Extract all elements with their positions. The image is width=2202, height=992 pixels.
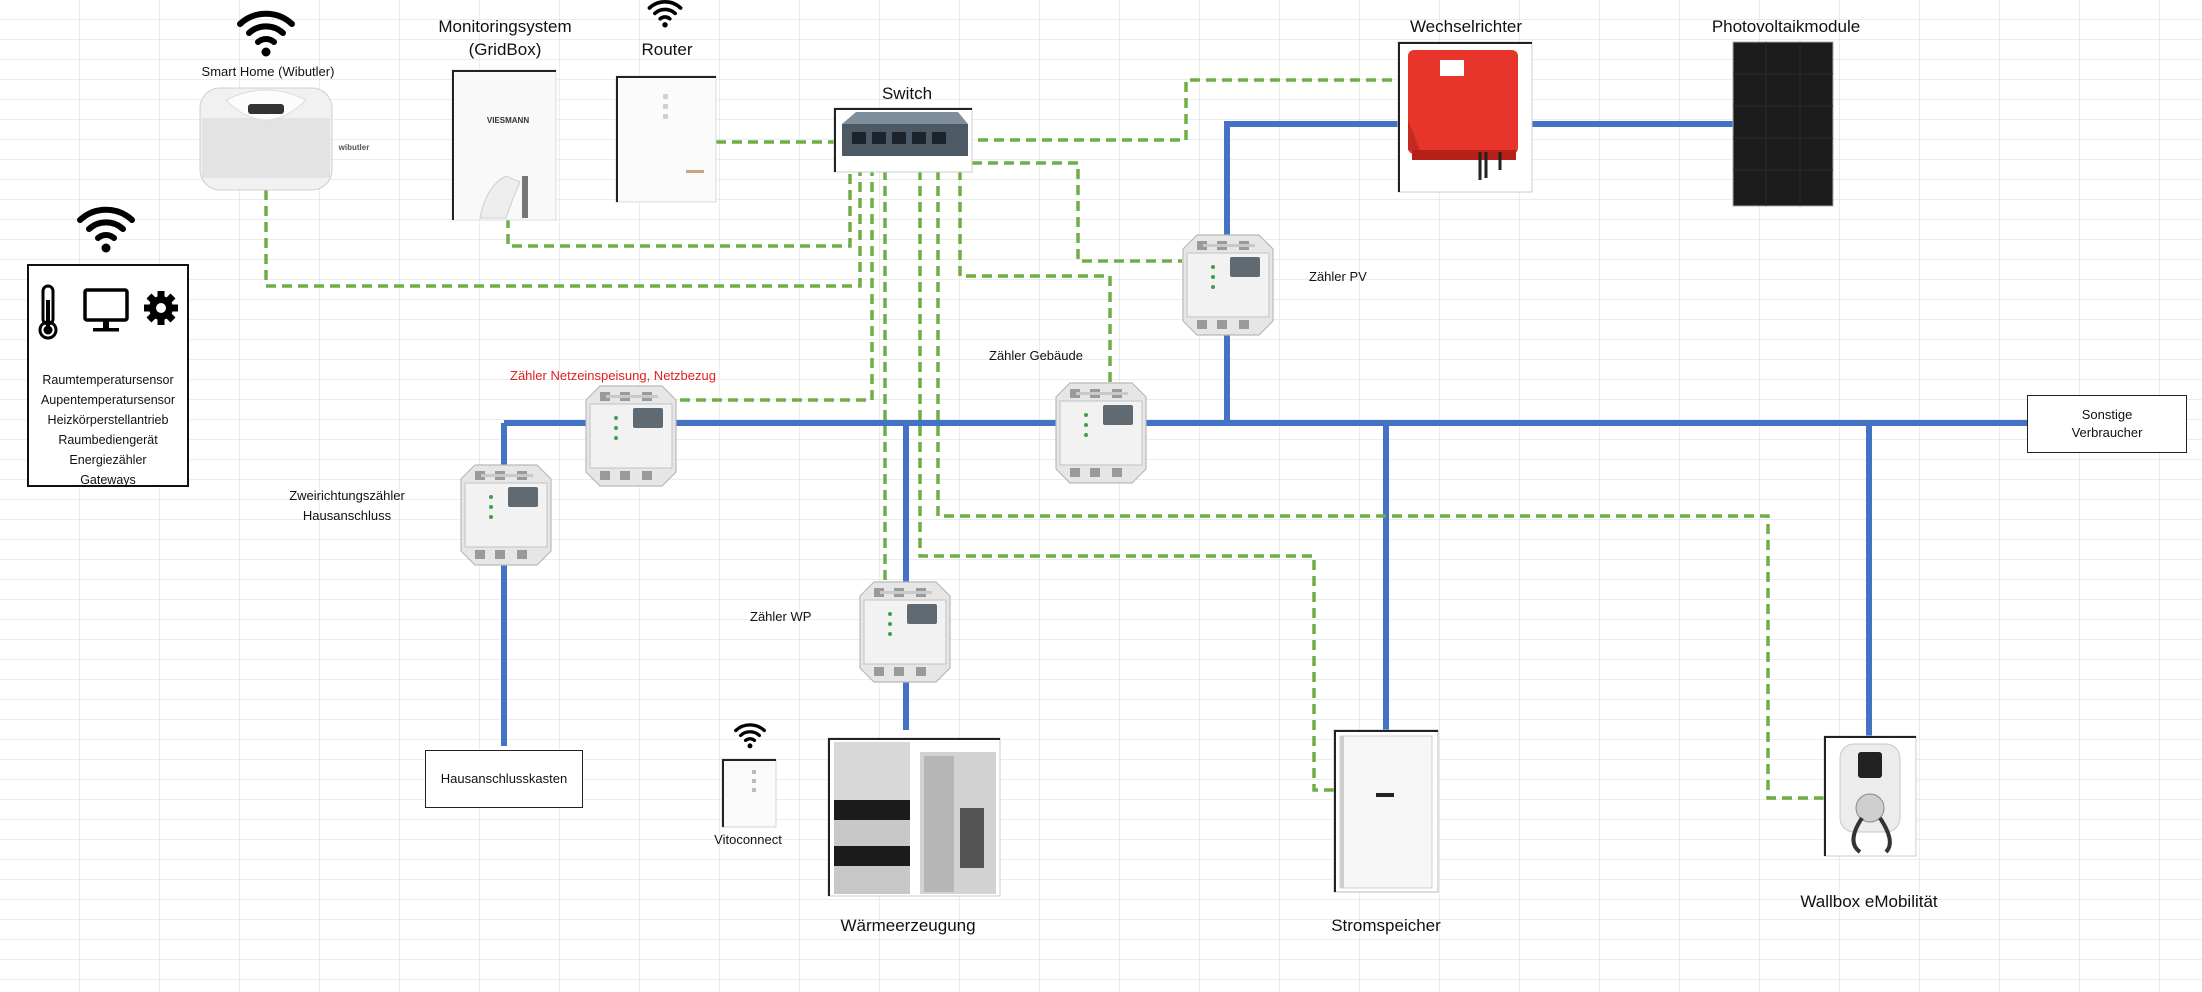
meter-building-label: Zähler Gebäude: [989, 348, 1083, 363]
pv-modules-label: Photovoltaikmodule: [1711, 17, 1861, 36]
meter-building-device: [1055, 382, 1147, 484]
smart-home-brand-text: wibutler: [338, 143, 370, 152]
meter-bidirectional-label-line1: Zweirichtungszähler: [289, 488, 405, 503]
router-device: [615, 75, 717, 203]
wallbox-label: Wallbox eMobilität: [1800, 892, 1938, 911]
meter-grid-label: Zähler Netzeinspeisung, Netzbezug: [510, 368, 716, 383]
legend-item: Aupentemperatursensor: [40, 393, 176, 407]
house-connection-box: Hausanschlusskasten: [425, 750, 583, 808]
other-consumers-box: Sonstige Verbraucher: [2027, 395, 2187, 453]
meter-pv-device: [1182, 234, 1274, 336]
meter-pv-label: Zähler PV: [1309, 269, 1367, 284]
switch-label: Switch: [881, 84, 933, 103]
legend-item: Heizkörperstellantrieb: [47, 413, 169, 427]
smart-home-device: [199, 87, 333, 191]
gridbox-device: [451, 69, 557, 221]
monitor-icon: [83, 288, 129, 332]
legend-item: Raumbediengerät: [58, 433, 158, 447]
meter-grid-device: [585, 385, 677, 487]
legend-item: Gateways: [80, 473, 136, 487]
network-switch: [833, 107, 973, 173]
meter-hp-device: [859, 581, 951, 683]
battery-label: Stromspeicher: [1331, 916, 1441, 935]
data-lines: [264, 78, 1826, 800]
monitoring-label-line1: Monitoringsystem: [438, 17, 572, 36]
meter-bidirectional-device: [460, 464, 552, 566]
other-consumers-label-line2: Verbraucher: [2071, 425, 2143, 440]
thermometer-icon: [38, 284, 58, 340]
wallbox-device: [1823, 735, 1917, 857]
vitoconnect-device: [721, 758, 777, 828]
inverter-device: [1397, 41, 1533, 193]
legend-item: Energiezähler: [69, 453, 147, 467]
legend-item: Raumtemperatursensor: [42, 373, 174, 387]
meter-hp-label: Zähler WP: [750, 609, 812, 624]
vitoconnect-label: Vitoconnect: [714, 832, 782, 847]
monitoring-label-line2: (GridBox): [468, 40, 542, 59]
other-consumers-label-line1: Sonstige: [2081, 406, 2133, 422]
battery-device: [1333, 729, 1439, 893]
smart-home-components-legend: Raumtemperatursensor Aupentemperatursens…: [27, 264, 189, 487]
heat-generator-device: [827, 737, 1001, 897]
inverter-label: Wechselrichter: [1409, 17, 1523, 36]
router-label: Router: [641, 40, 693, 59]
legend-icons: [38, 284, 178, 340]
pv-module: [1732, 41, 1834, 207]
gear-icon: [144, 291, 178, 325]
gridbox-brand-text: VIESMANN: [486, 116, 530, 125]
heat-generation-label: Wärmeerzeugung: [840, 916, 976, 935]
smart-home-label: Smart Home (Wibutler): [201, 64, 335, 79]
house-connection-box-label: Hausanschlusskasten: [440, 770, 568, 786]
legend-item-list: Raumtemperatursensor Aupentemperatursens…: [29, 370, 187, 490]
meter-bidirectional-label-line2: Hausanschluss: [302, 508, 392, 523]
